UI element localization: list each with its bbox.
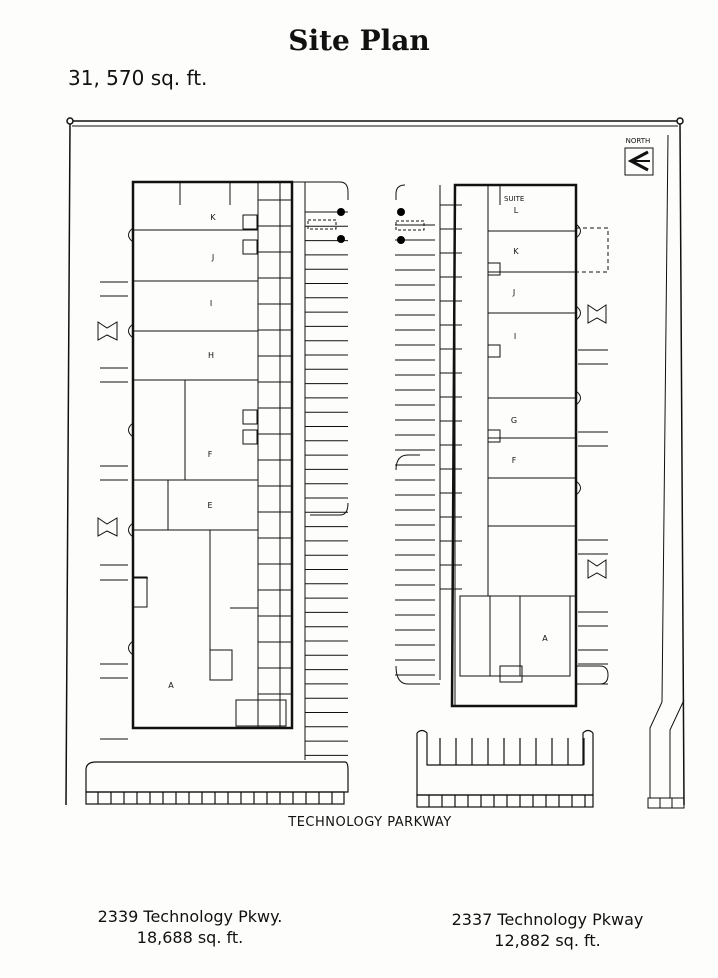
dumpster-icon <box>97 517 118 537</box>
building-info-2337: 2337 Technology Pkway 12,882 sq. ft. <box>425 909 670 951</box>
interior-wall <box>132 576 148 608</box>
unit-label: A <box>542 634 548 643</box>
unit-label: I <box>210 299 212 308</box>
parking-lot-right <box>416 729 594 808</box>
door-bulge <box>575 390 581 406</box>
interior-wall <box>499 665 523 683</box>
interior-wall <box>242 429 258 445</box>
unit-label: F <box>512 456 517 465</box>
interior-wall <box>209 649 233 681</box>
building-2339: K J I H F E A <box>97 180 349 760</box>
building-2337: SUITE L K J I G F A <box>395 183 609 708</box>
interior-wall <box>242 239 258 255</box>
north-arrow-icon: NORTH <box>624 137 654 176</box>
building-info-2339: 2339 Technology Pkwy. 18,688 sq. ft. <box>70 906 310 948</box>
total-area: 31, 570 sq. ft. <box>68 66 208 90</box>
interior-wall <box>242 214 258 230</box>
curb-line <box>310 502 349 516</box>
interior-wall <box>459 595 571 677</box>
dumpster-icon <box>97 321 118 341</box>
interior-wall <box>235 699 287 727</box>
unit-label: L <box>514 206 519 215</box>
hatched-area <box>395 220 425 231</box>
suite-label: SUITE <box>504 195 524 203</box>
interior-wall <box>242 409 258 425</box>
curb-line <box>395 184 406 200</box>
unit-label: H <box>208 351 214 360</box>
interior-wall <box>487 429 501 443</box>
future-expansion <box>575 227 609 273</box>
door-bulge <box>128 227 134 243</box>
interior-wall <box>487 344 501 358</box>
curb-line <box>292 181 349 200</box>
interior-wall <box>487 262 501 276</box>
dumpster-icon <box>587 559 607 579</box>
door-bulge <box>575 223 581 239</box>
building-area: 18,688 sq. ft. <box>136 928 244 947</box>
curb-line <box>395 665 440 685</box>
door-bulge <box>128 323 134 339</box>
door-bulge <box>128 640 134 656</box>
meter-icon <box>337 235 345 243</box>
meter-icon <box>397 208 405 216</box>
door-bulge <box>575 480 581 496</box>
unit-label: G <box>511 416 517 425</box>
unit-label: F <box>208 450 213 459</box>
meter-icon <box>397 236 405 244</box>
unit-label: A <box>168 681 174 690</box>
door-bulge <box>575 305 581 321</box>
curb-line <box>395 454 420 471</box>
property-boundary <box>65 117 685 809</box>
unit-label: J <box>512 288 515 297</box>
unit-label: K <box>513 247 519 256</box>
building-address: 2337 Technology Pkway <box>451 910 644 929</box>
street-label: TECHNOLOGY PARKWAY <box>288 815 452 830</box>
building-area: 12,882 sq. ft. <box>494 931 601 950</box>
page-title: Site Plan <box>288 24 430 57</box>
unit-label: E <box>207 501 212 510</box>
building-address: 2339 Technology Pkwy. <box>97 907 283 926</box>
door-bulge <box>128 522 134 538</box>
hatched-area <box>307 219 337 230</box>
curb-line <box>576 665 609 685</box>
meter-icon <box>337 208 345 216</box>
unit-label: I <box>514 332 516 341</box>
dumpster-icon <box>587 304 607 324</box>
north-label: NORTH <box>626 137 651 145</box>
unit-label: K <box>210 213 216 222</box>
door-bulge <box>128 422 134 438</box>
unit-label: J <box>211 253 214 262</box>
parking-lot-left <box>85 761 349 805</box>
